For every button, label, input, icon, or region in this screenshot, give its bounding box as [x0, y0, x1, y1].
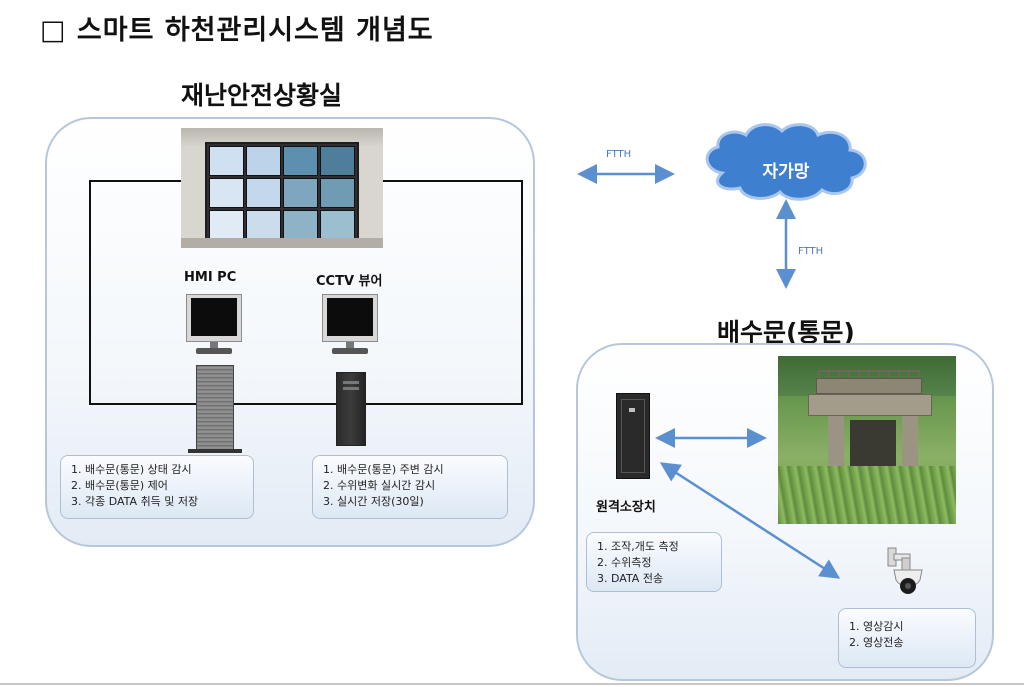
- list-item: 2. 수위측정: [597, 556, 652, 569]
- hmi-pc-label: HMI PC: [184, 270, 237, 285]
- list-item: 1. 배수문(통문) 상태 감시: [71, 463, 192, 476]
- list-item: 3. DATA 전송: [597, 572, 664, 585]
- cctv-pc-tower-icon: [336, 372, 366, 446]
- sluice-gate-label: 배수문(통문): [717, 318, 855, 347]
- rtu-camera-arrow: [659, 462, 841, 579]
- video-wall-photo: [181, 128, 383, 248]
- list-item: 3. 각종 DATA 취득 및 저장: [71, 495, 199, 508]
- rtu-cabinet-icon: [616, 393, 650, 479]
- camera-function-list: 1. 영상감시 2. 영상전송: [838, 608, 976, 668]
- bottom-divider: [0, 683, 1024, 685]
- cctv-camera-icon: [887, 547, 923, 594]
- hmi-monitor-icon: [186, 294, 242, 356]
- rtu-label: 원격소장치: [596, 500, 656, 515]
- hmi-server-icon: [196, 365, 234, 450]
- cloud-icon: [705, 123, 867, 201]
- cloud-label: 자가망: [762, 162, 810, 182]
- list-item: 1. 영상감시: [849, 620, 904, 633]
- hmi-server-base: [188, 449, 242, 453]
- cctv-viewer-label: CCTV 뷰어: [316, 274, 383, 289]
- list-item: 1. 배수문(통문) 주변 감시: [323, 463, 444, 476]
- cctv-monitor-icon: [322, 294, 378, 356]
- list-item: 2. 영상전송: [849, 636, 904, 649]
- list-item: 1. 조작,개도 측정: [597, 540, 679, 553]
- rtu-function-list: 1. 조작,개도 측정 2. 수위측정 3. DATA 전송: [586, 532, 722, 592]
- list-item: 2. 배수문(통문) 제어: [71, 479, 168, 492]
- control-room-label: 재난안전상황실: [181, 81, 343, 110]
- ftth-vertical-label: FTTH: [798, 246, 824, 257]
- cctv-function-list: 1. 배수문(통문) 주변 감시 2. 수위변화 실시간 감시 3. 실시간 저…: [312, 455, 508, 519]
- sluice-gate-photo: [778, 356, 956, 524]
- ftth-horizontal-label: FTTH: [606, 149, 632, 160]
- list-item: 3. 실시간 저장(30일): [323, 495, 424, 508]
- hmi-function-list: 1. 배수문(통문) 상태 감시 2. 배수문(통문) 제어 3. 각종 DAT…: [60, 455, 254, 519]
- page-title: □ 스마트 하천관리시스템 개념도: [40, 15, 434, 46]
- list-item: 2. 수위변화 실시간 감시: [323, 479, 436, 492]
